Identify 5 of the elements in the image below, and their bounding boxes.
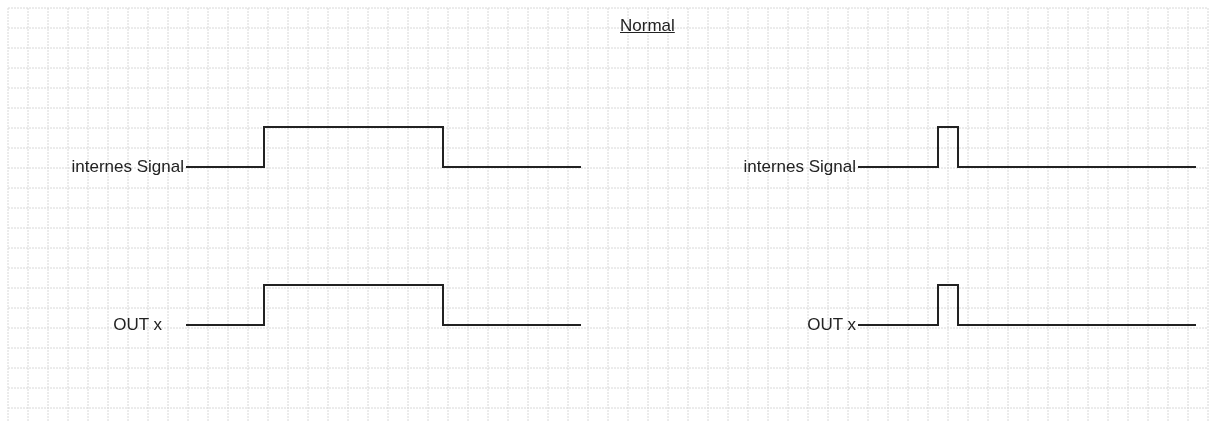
signal-label: internes Signal: [743, 157, 856, 177]
signal-label: OUT x: [807, 315, 856, 335]
signal-label: OUT x: [113, 315, 162, 335]
title: Normal: [620, 16, 675, 36]
signal-label: internes Signal: [71, 157, 184, 177]
